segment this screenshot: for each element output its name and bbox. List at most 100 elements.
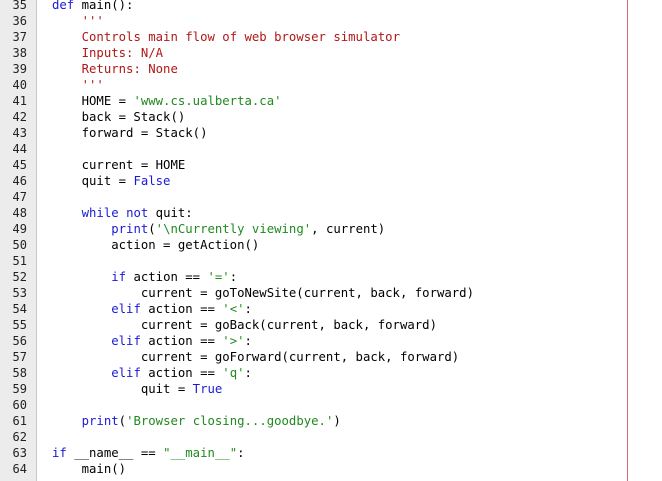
code-line[interactable]: 38 Inputs: N/A — [0, 45, 662, 61]
code-line[interactable]: 54 elif action == '<': — [0, 301, 662, 317]
code-token: : — [244, 334, 252, 348]
code-text[interactable]: quit = True — [52, 381, 222, 397]
string-token: 'Browser closing...goodbye.' — [126, 414, 334, 428]
line-number: 35 — [12, 0, 27, 12]
code-token — [52, 334, 111, 348]
code-text[interactable]: elif action == 'q': — [52, 365, 252, 381]
code-token — [52, 30, 82, 44]
line-number: 36 — [12, 14, 27, 28]
string-token: 'q' — [222, 366, 245, 380]
code-line[interactable]: 55 current = goBack(current, back, forwa… — [0, 317, 662, 333]
code-line[interactable]: 35 def main(): — [0, 0, 662, 13]
code-text[interactable]: current = HOME — [52, 157, 186, 173]
line-number: 40 — [12, 78, 27, 92]
code-text[interactable]: ''' — [52, 13, 104, 29]
line-number: 64 — [12, 462, 27, 476]
code-line[interactable]: 37 Controls main flow of web browser sim… — [0, 29, 662, 45]
code-text[interactable]: Returns: None — [52, 61, 178, 77]
code-token — [52, 14, 82, 28]
code-text[interactable]: def main(): — [52, 0, 133, 13]
code-text[interactable]: Inputs: N/A — [52, 45, 163, 61]
code-line[interactable]: 58 elif action == 'q': — [0, 365, 662, 381]
code-line[interactable]: 52 if action == '=': — [0, 269, 662, 285]
code-line[interactable]: 43 forward = Stack() — [0, 125, 662, 141]
code-line[interactable]: 44 — [0, 141, 662, 157]
line-number: 37 — [12, 30, 27, 44]
keyword-token: print — [111, 222, 149, 236]
code-line[interactable]: 50 action = getAction() — [0, 237, 662, 253]
code-line[interactable]: 53 current = goToNewSite(current, back, … — [0, 285, 662, 301]
code-line[interactable]: 64 main() — [0, 461, 662, 477]
code-line[interactable]: 59 quit = True — [0, 381, 662, 397]
code-text[interactable]: print('\nCurrently viewing', current) — [52, 221, 385, 237]
code-token: ( — [118, 414, 127, 428]
keyword-token: if — [111, 270, 127, 284]
code-line[interactable]: 46 quit = False — [0, 173, 662, 189]
code-token: main() — [52, 462, 127, 476]
code-line[interactable]: 36 ''' — [0, 13, 662, 29]
code-line[interactable]: 45 current = HOME — [0, 157, 662, 173]
code-text[interactable]: elif action == '>': — [52, 333, 252, 349]
code-text[interactable]: current = goBack(current, back, forward) — [52, 317, 437, 333]
keyword-token: while — [81, 206, 119, 220]
code-token: HOME = — [52, 94, 134, 108]
code-line[interactable]: 57 current = goForward(current, back, fo… — [0, 349, 662, 365]
code-token — [52, 222, 111, 236]
code-token: action = getAction() — [52, 238, 260, 252]
code-line[interactable]: 51 — [0, 253, 662, 269]
string-token: '\nCurrently viewing' — [155, 222, 312, 236]
code-line[interactable]: 42 back = Stack() — [0, 109, 662, 125]
right-margin-guide — [627, 0, 628, 481]
code-text[interactable]: ''' — [52, 77, 104, 93]
line-number: 39 — [12, 62, 27, 76]
code-text[interactable]: HOME = 'www.cs.ualberta.ca' — [52, 93, 282, 109]
code-text[interactable]: while not quit: — [52, 205, 193, 221]
code-text[interactable]: print('Browser closing...goodbye.') — [52, 413, 341, 429]
code-text[interactable]: if __name__ == "__main__": — [52, 445, 245, 461]
code-token: ( — [148, 222, 156, 236]
code-line[interactable]: 49 print('\nCurrently viewing', current) — [0, 221, 662, 237]
keyword-token: True — [192, 382, 223, 396]
line-number: 59 — [12, 382, 27, 396]
code-text[interactable]: action = getAction() — [52, 237, 259, 253]
docstring-token: Controls main flow of web browser simula… — [81, 30, 400, 44]
line-number: 56 — [12, 334, 27, 348]
code-text[interactable]: elif action == '<': — [52, 301, 252, 317]
line-number: 41 — [12, 94, 27, 108]
code-line[interactable]: 56 elif action == '>': — [0, 333, 662, 349]
code-token: , current) — [311, 222, 386, 236]
code-line[interactable]: 61 print('Browser closing...goodbye.') — [0, 413, 662, 429]
keyword-token: elif — [111, 334, 141, 348]
code-line[interactable]: 41 HOME = 'www.cs.ualberta.ca' — [0, 93, 662, 109]
code-line[interactable]: 47 — [0, 189, 662, 205]
code-token: __name__ == — [66, 446, 164, 460]
code-token: quit = — [52, 174, 134, 188]
code-token: ) — [333, 414, 341, 428]
code-text[interactable]: back = Stack() — [52, 109, 186, 125]
code-text[interactable]: if action == '=': — [52, 269, 237, 285]
code-token: forward = Stack() — [52, 126, 208, 140]
code-text[interactable]: main() — [52, 461, 126, 477]
code-token: action == — [126, 270, 208, 284]
code-text[interactable]: Controls main flow of web browser simula… — [52, 29, 400, 45]
line-number: 45 — [12, 158, 27, 172]
code-text[interactable]: quit = False — [52, 173, 171, 189]
line-number: 60 — [12, 398, 27, 412]
code-token: back = Stack() — [52, 110, 186, 124]
code-line[interactable]: 40 ''' — [0, 77, 662, 93]
code-line[interactable]: 62 — [0, 429, 662, 445]
line-number: 55 — [12, 318, 27, 332]
string-token: "__main__" — [163, 446, 238, 460]
docstring-token: ''' — [81, 14, 104, 28]
code-text[interactable]: current = goToNewSite(current, back, for… — [52, 285, 474, 301]
code-token — [52, 62, 82, 76]
code-line[interactable]: 48 while not quit: — [0, 205, 662, 221]
code-text[interactable]: forward = Stack() — [52, 125, 208, 141]
code-line[interactable]: 60 — [0, 397, 662, 413]
code-token: current = goToNewSite(current, back, for… — [52, 286, 474, 300]
code-text[interactable]: current = goForward(current, back, forwa… — [52, 349, 459, 365]
code-line[interactable]: 39 Returns: None — [0, 61, 662, 77]
